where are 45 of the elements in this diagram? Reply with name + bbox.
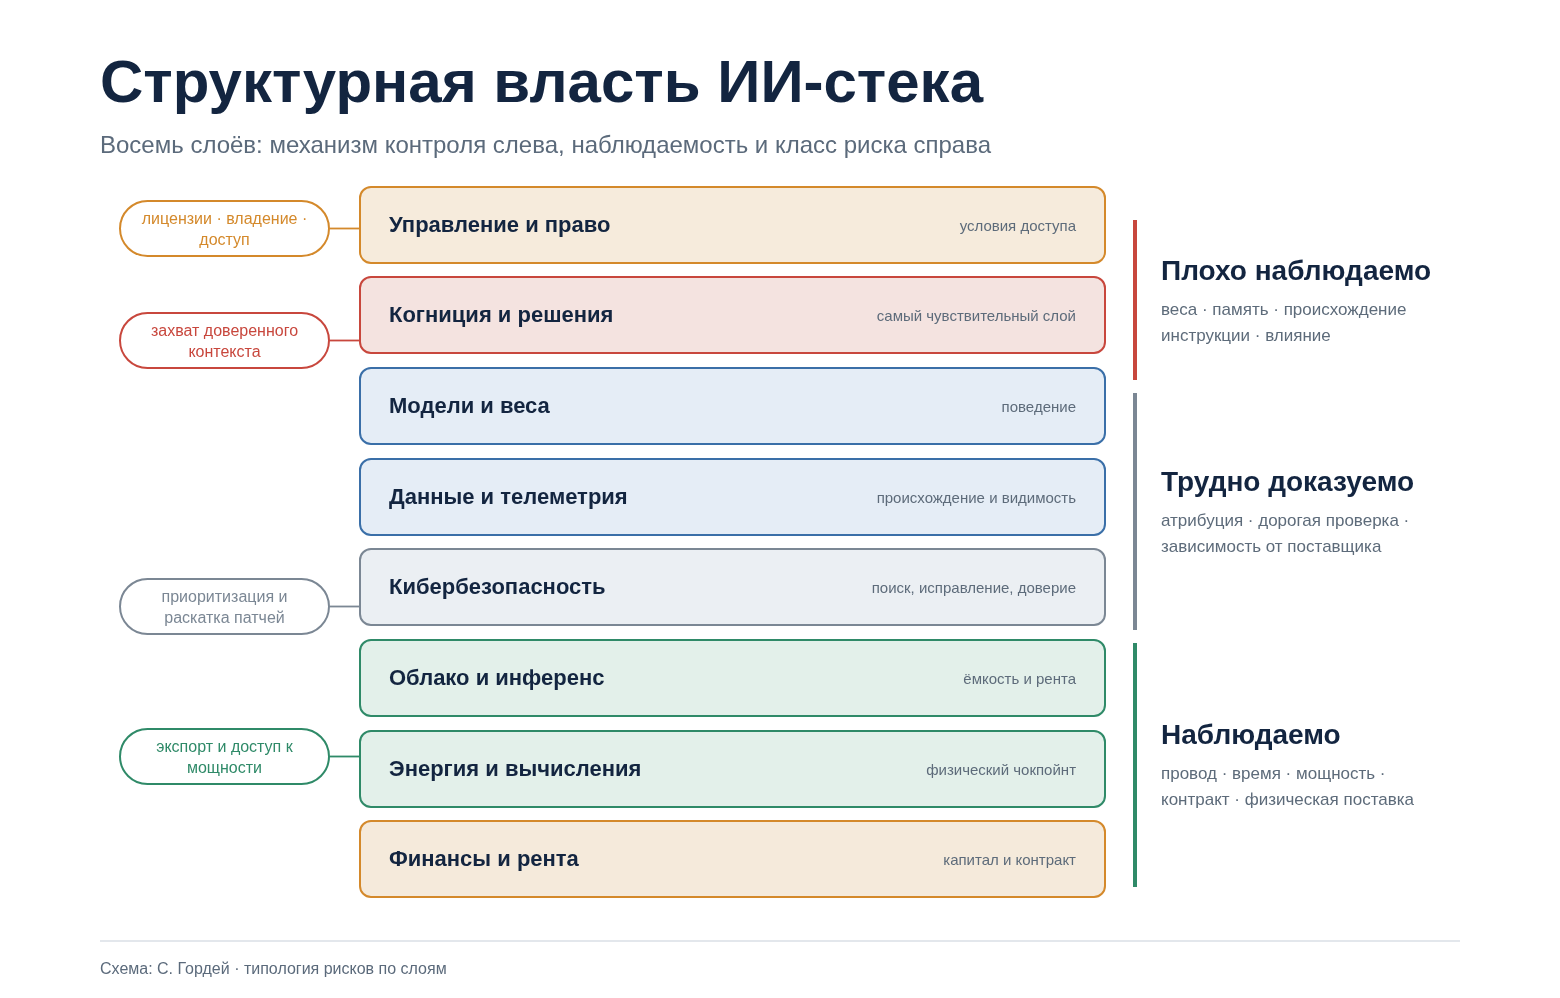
connector-line [329,755,360,758]
layer-box [359,367,1106,445]
layer-note: происхождение и видимость [876,488,1076,506]
group-heading: Трудно доказуемо [1161,465,1415,499]
group-description: веса · память · происхождение инструкции · влияние [1161,299,1408,347]
mechanism-text: приоритизация и раскатка патчей [160,586,289,628]
mechanism-text: лицензии · владение · доступ [140,208,309,250]
mechanism-pill [119,728,330,785]
layer-box [359,730,1106,808]
mechanism-text: захват доверенного контекста [149,320,300,362]
layer-note: условия доступа [959,216,1076,234]
diagram-title: Структурная власть ИИ-стека [100,47,983,117]
group-description: атрибуция · дорогая проверка · зависимость от поставщика [1161,510,1411,558]
mechanism-pill [119,200,330,257]
connector-line [329,227,360,230]
layer-note: ёмкость и рента [963,669,1076,687]
layer-box [359,186,1106,264]
layer-title: Управление и право [389,212,611,238]
layer-box [359,639,1106,717]
layer-note: поведение [1001,397,1076,415]
layer-note: самый чувствительный слой [876,306,1076,324]
connector-line [329,605,360,608]
group-description: провод · время · мощность · контракт · физическая поставка [1161,763,1415,811]
layer-box [359,820,1106,898]
layer-title: Модели и веса [389,393,550,419]
mechanism-pill [119,312,330,369]
layer-title: Когниция и решения [389,302,614,328]
subtitle: Восемь слоёв: механизм контроля слева, наблюдаемость и класс риска справа [100,131,991,160]
layer-note: физический чокпойнт [926,760,1076,778]
layer-box [359,276,1106,354]
layer-title: Облако и инференс [389,665,605,691]
group-heading: Плохо наблюдаемо [1161,254,1432,288]
group-heading: Наблюдаемо [1161,718,1341,752]
layer-note: поиск, исправление, доверие [871,578,1076,596]
layer-title: Финансы и рента [389,846,579,872]
mechanism-text: экспорт и доступ к мощности [155,736,294,778]
layer-title: Энергия и вычисления [389,756,642,782]
layer-box [359,548,1106,626]
layer-title: Данные и телеметрия [389,484,628,510]
layer-box [359,458,1106,536]
layer-title: Кибербезопасность [389,574,606,600]
footer-credit: Схема: С. Гордей · типология рисков по слоям [100,959,447,979]
mechanism-pill [119,578,330,635]
layer-note: капитал и контракт [943,850,1076,868]
connector-line [329,339,360,342]
